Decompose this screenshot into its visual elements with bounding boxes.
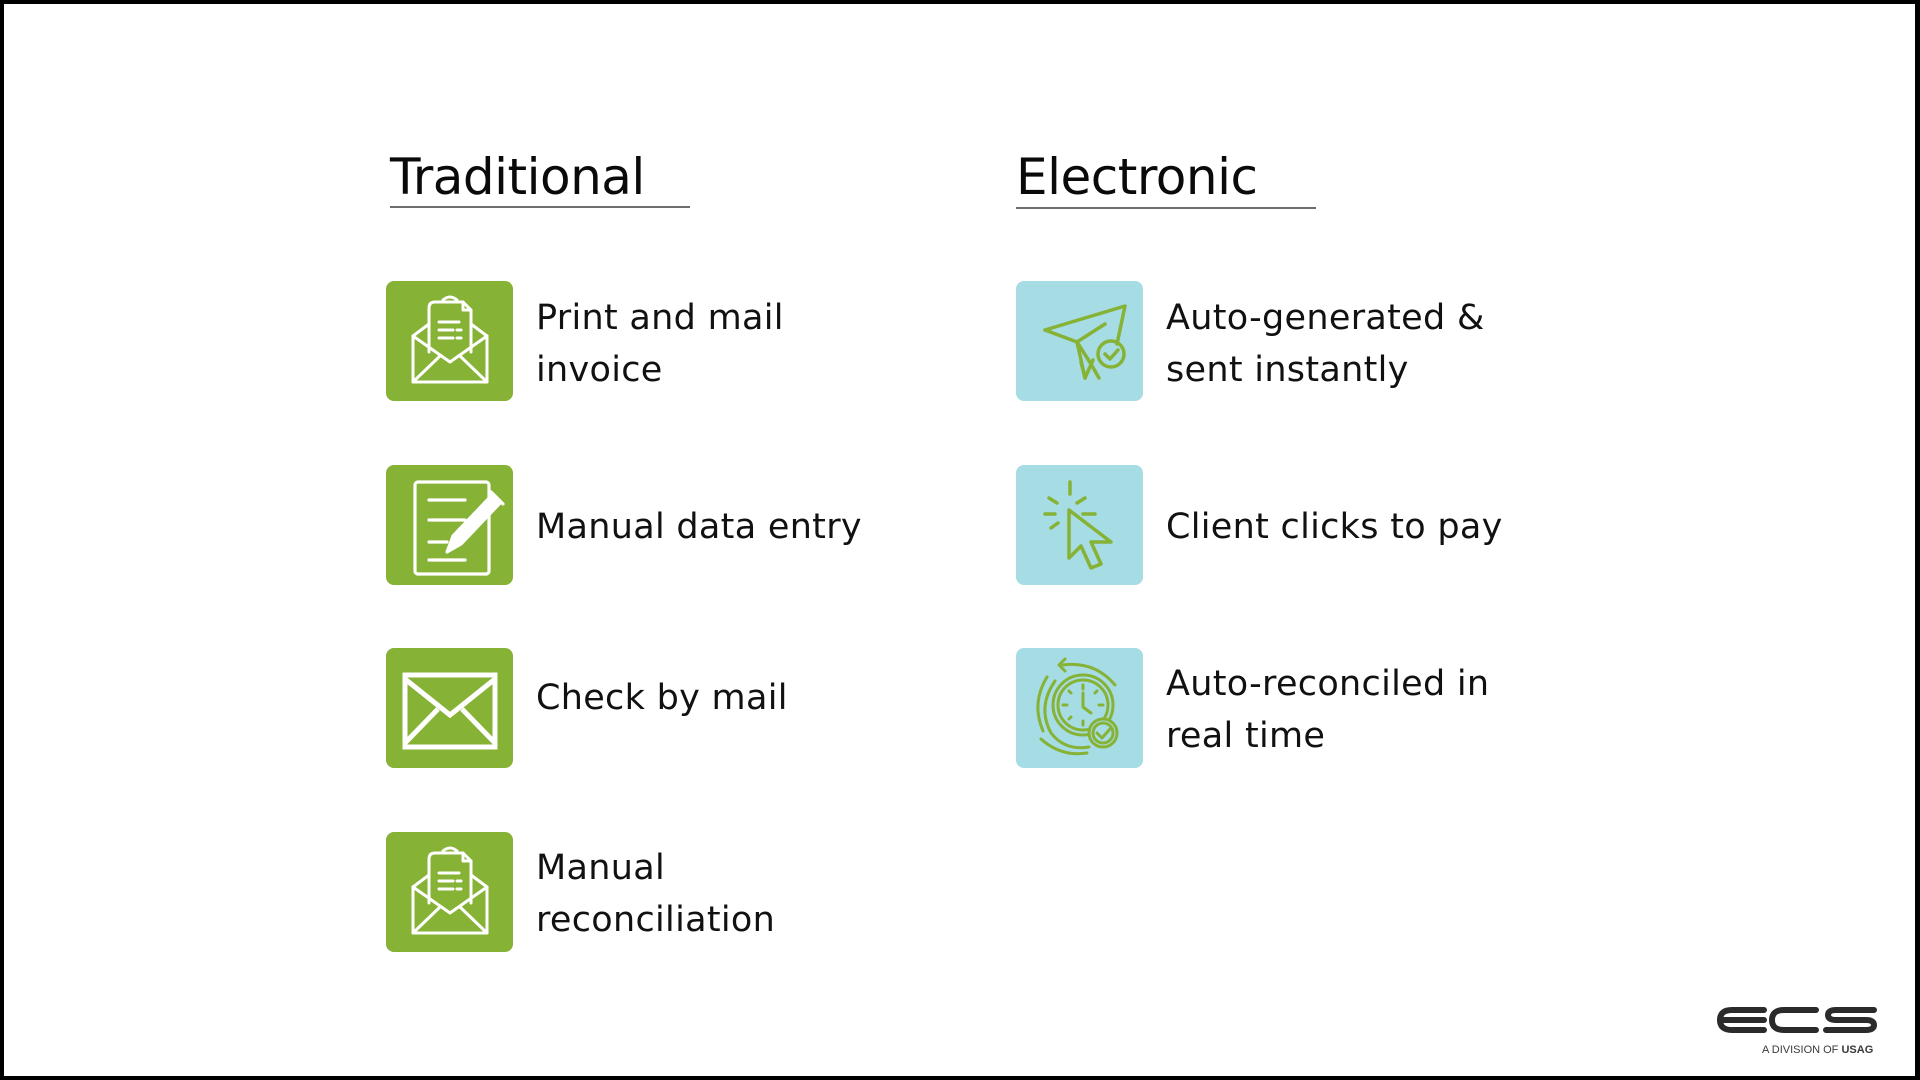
paper-plane-check-icon	[1016, 281, 1143, 401]
open-envelope-letter-icon	[386, 832, 513, 952]
slide: Traditional Print and mail invoice Manua…	[4, 4, 1915, 1076]
document-pen-icon	[386, 465, 513, 585]
traditional-heading: Traditional	[390, 148, 645, 206]
traditional-item-label: Check by mail	[536, 678, 788, 718]
open-envelope-letter-icon	[386, 281, 513, 401]
logo-tagline: A DIVISION OF USAG	[1762, 1044, 1873, 1056]
electronic-item-label: Client clicks to pay	[1166, 507, 1503, 547]
envelope-icon	[386, 648, 513, 768]
ecs-logo	[1716, 1007, 1878, 1033]
electronic-heading: Electronic	[1016, 148, 1258, 206]
electronic-item-label: Auto-reconciled in real time	[1166, 664, 1490, 756]
logo-tagline-brand: USAG	[1841, 1044, 1874, 1056]
traditional-item-label: Manual data entry	[536, 507, 862, 547]
clock-refresh-check-icon	[1016, 648, 1143, 768]
logo-tagline-prefix: A DIVISION OF	[1762, 1044, 1842, 1056]
traditional-heading-rule	[390, 206, 690, 208]
traditional-item-label: Print and mail invoice	[536, 298, 784, 390]
electronic-heading-rule	[1016, 207, 1316, 209]
cursor-click-icon	[1016, 465, 1143, 585]
electronic-item-label: Auto-generated & sent instantly	[1166, 298, 1485, 390]
traditional-item-label: Manual reconciliation	[536, 848, 776, 940]
